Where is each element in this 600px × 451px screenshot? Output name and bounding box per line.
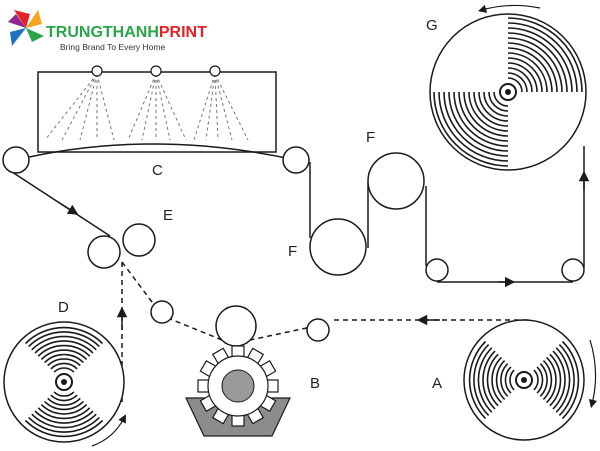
label-e: E bbox=[163, 207, 173, 224]
anilox-gear-icon bbox=[197, 345, 279, 427]
roller-c-right bbox=[282, 146, 310, 174]
roller-guide-left bbox=[150, 300, 174, 324]
label-g: G bbox=[426, 17, 438, 34]
brand-name-green: TRUNGTHANH bbox=[46, 24, 159, 41]
web-path-solid bbox=[5, 146, 590, 288]
roller-e-right bbox=[122, 223, 156, 257]
spray-nozzle-2-icon bbox=[150, 65, 162, 77]
roller-bottom-left bbox=[425, 258, 449, 282]
roller-guide-right bbox=[306, 318, 330, 342]
label-c: C bbox=[152, 162, 163, 179]
spray-nozzle-1-icon bbox=[91, 65, 103, 77]
rotation-arrow-a bbox=[588, 339, 598, 409]
dryer-unit-c bbox=[15, 65, 297, 161]
spray-nozzles bbox=[44, 73, 249, 141]
rotation-arrow-g bbox=[477, 4, 541, 13]
svg-text:TRUNGTHANHPRINT: TRUNGTHANHPRINT bbox=[46, 24, 207, 41]
roller-e-left bbox=[87, 235, 121, 269]
unwind-reel-a bbox=[463, 319, 598, 441]
roller-c-left bbox=[2, 146, 30, 174]
roller-bottom-right bbox=[561, 258, 585, 282]
rotation-arrow-d bbox=[91, 414, 126, 447]
label-a: A bbox=[432, 375, 442, 392]
print-unit-b bbox=[185, 345, 291, 437]
label-d: D bbox=[58, 299, 69, 316]
pinwheel-logo-icon bbox=[8, 10, 44, 46]
label-b: B bbox=[310, 375, 320, 392]
impression-roller bbox=[215, 305, 257, 347]
reel-d bbox=[3, 321, 126, 447]
brand-name-red: PRINT bbox=[159, 24, 207, 41]
roller-f-upper bbox=[367, 152, 425, 210]
rewind-reel-g bbox=[429, 4, 587, 171]
label-f-lower: F bbox=[288, 243, 297, 260]
label-f-upper: F bbox=[366, 129, 375, 146]
roller-f-lower bbox=[309, 218, 367, 276]
brand-tagline: Bring Brand To Every Home bbox=[60, 42, 165, 52]
rollers bbox=[2, 146, 585, 347]
brand-logo: TRUNGTHANHPRINT Bring Brand To Every Hom… bbox=[8, 10, 207, 52]
spray-nozzle-3-icon bbox=[209, 65, 221, 77]
